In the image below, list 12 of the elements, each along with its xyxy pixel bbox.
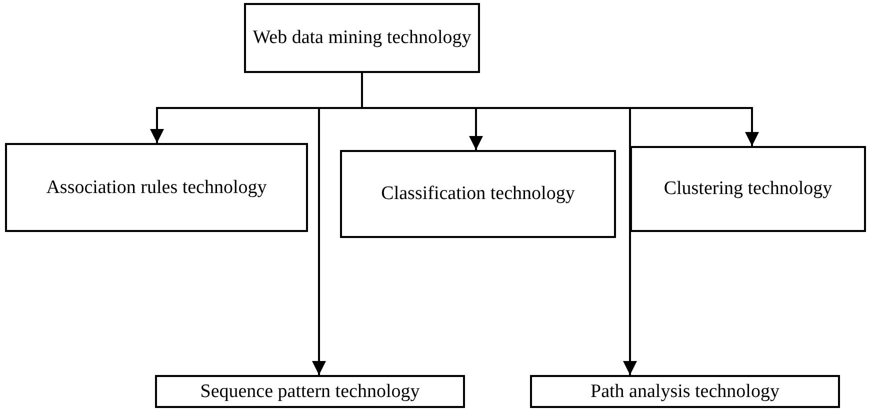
box-label: Classification technology [381,183,575,205]
process-box [155,375,465,408]
process-box [630,146,866,232]
box-label: Sequence pattern technology [200,380,420,402]
box-label: Path analysis technology [590,380,780,402]
box-label: Association rules technology [46,176,267,198]
box-label: Clustering technology [664,178,832,200]
process-box [5,143,308,232]
box-label: Web data mining technology [252,27,472,49]
process-box [340,150,616,238]
process-box [244,3,480,73]
process-box [530,375,840,408]
